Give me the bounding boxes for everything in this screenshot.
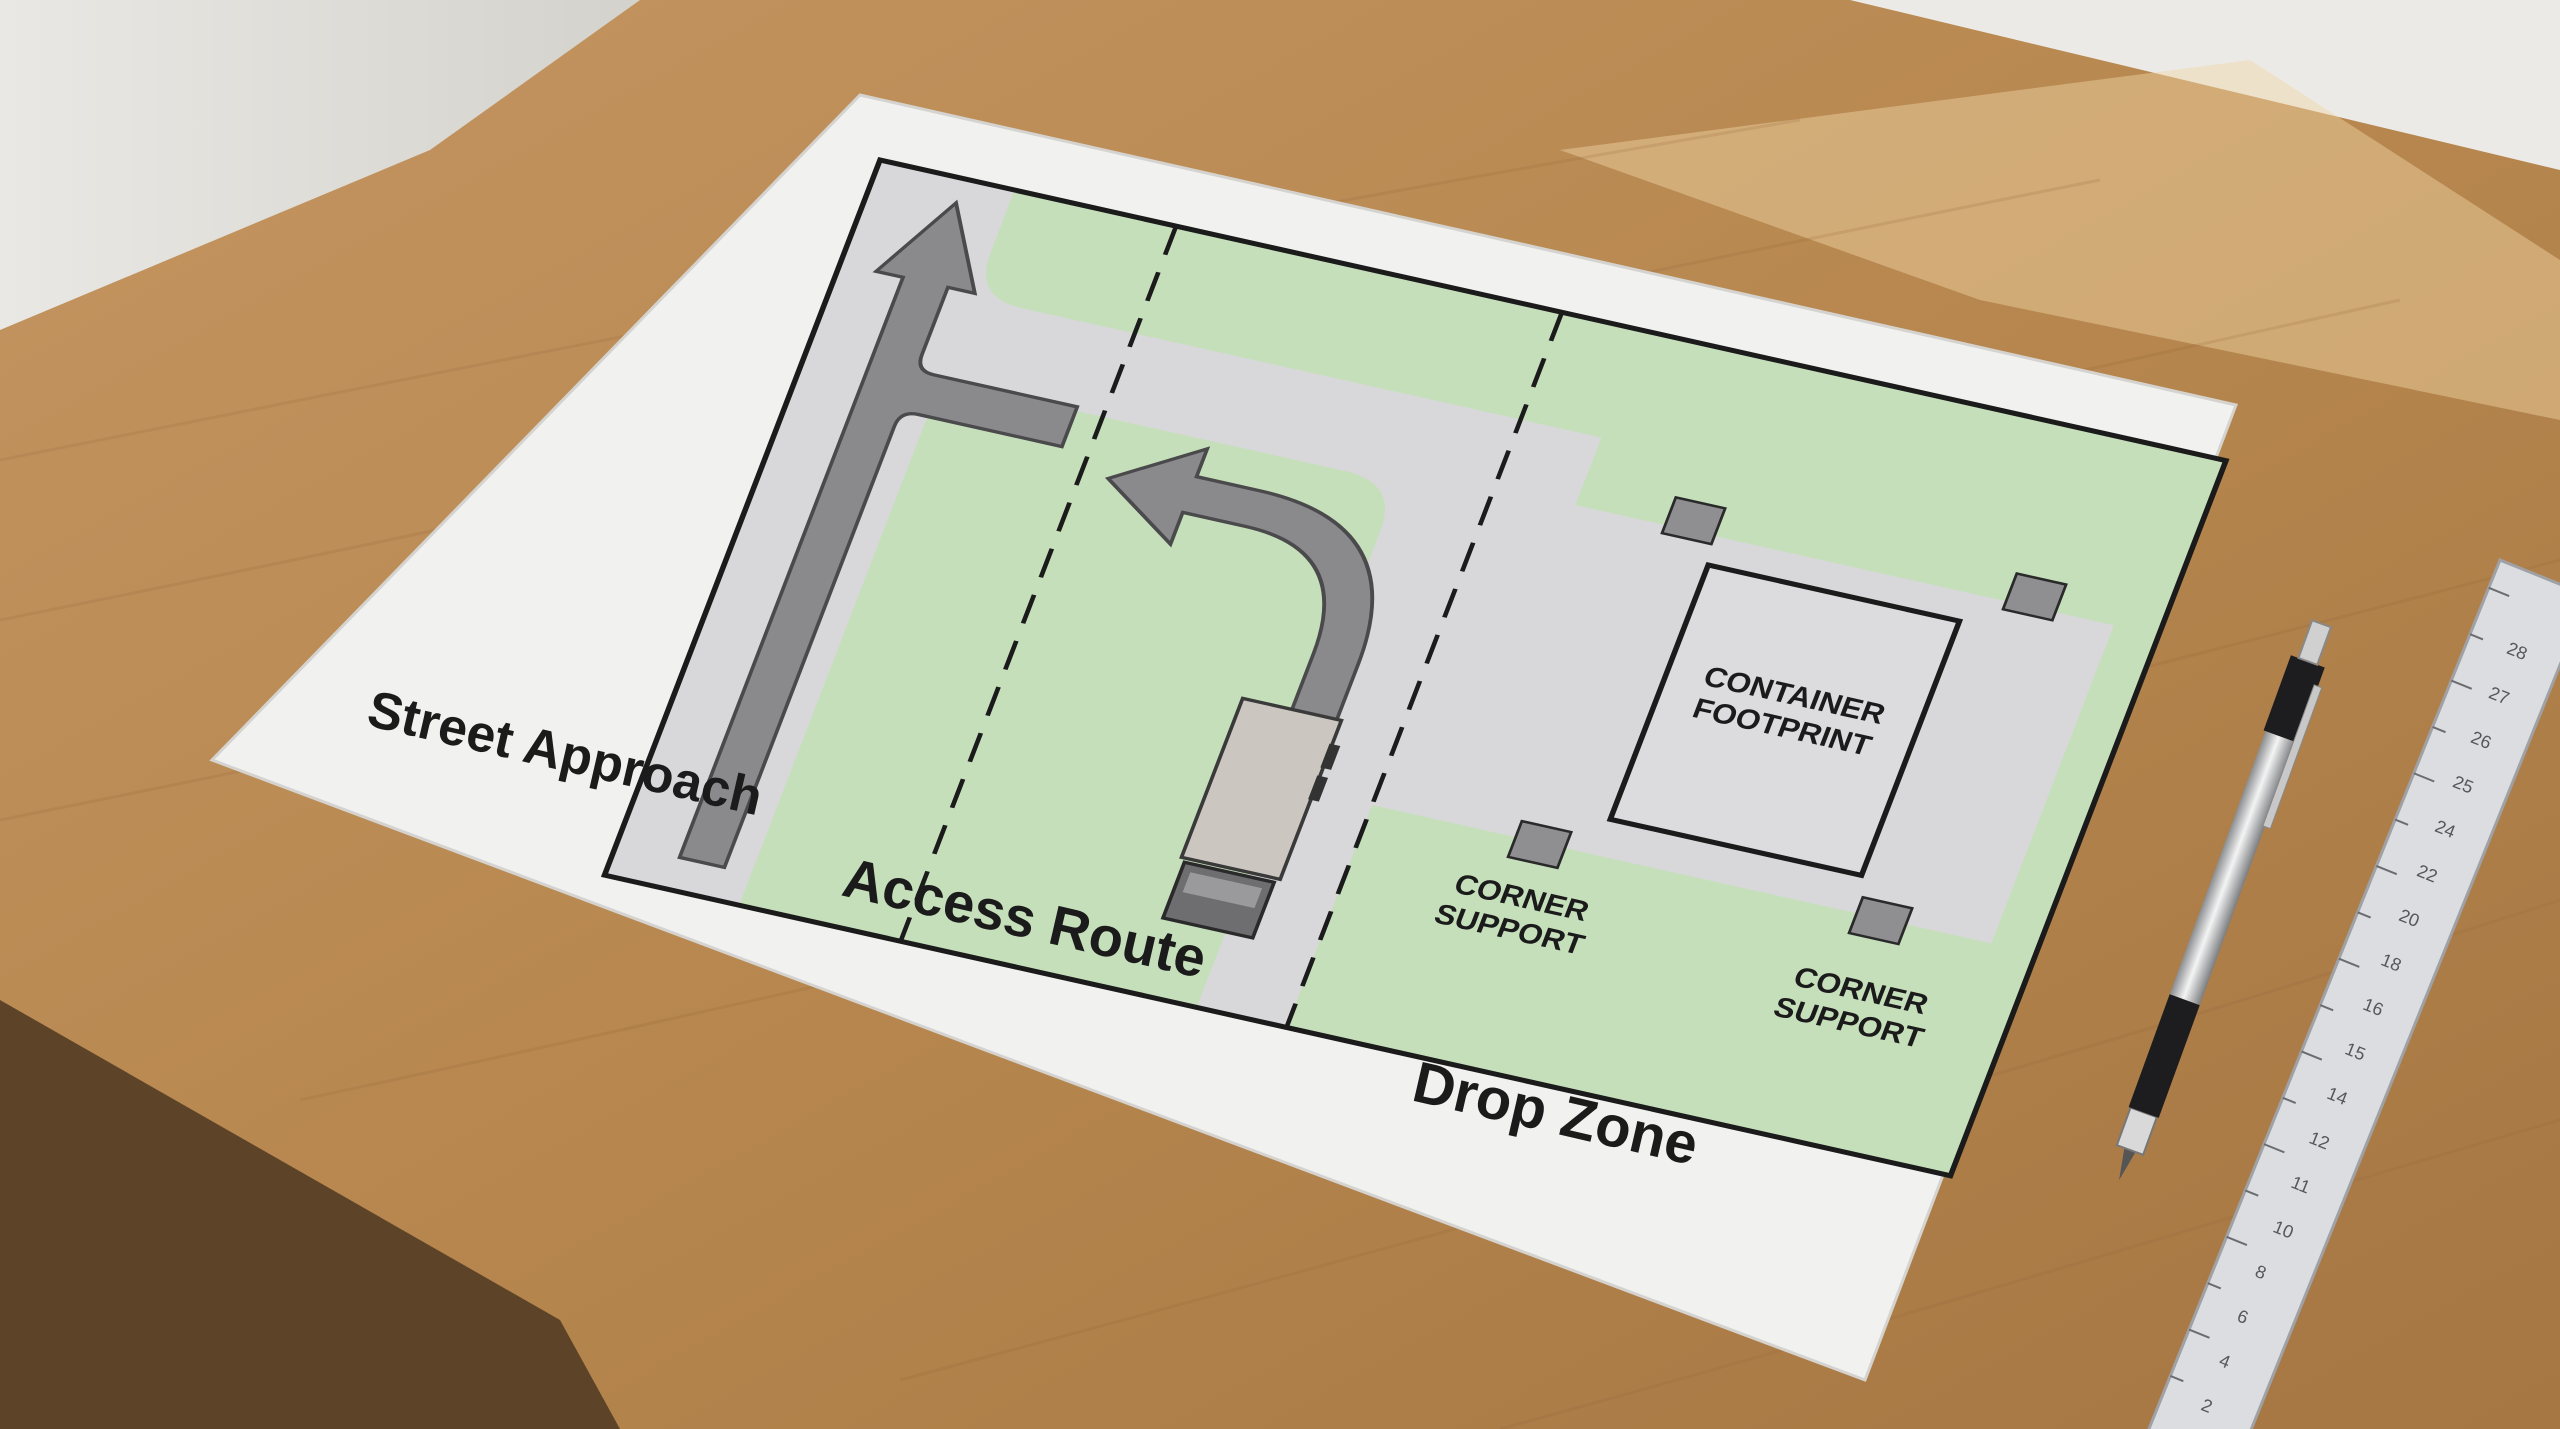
site-plan: CONTAINER FOOTPRINT CORNER SUPPORT CORNE… (600, 157, 2230, 1179)
desk-front-edge (0, 1000, 620, 1429)
corner-support-bottom-right (1847, 895, 1914, 946)
background-wall (0, 0, 640, 330)
truck-icon (1160, 696, 1344, 940)
corner-support-bottom-left (1506, 819, 1574, 870)
plan-border (600, 157, 2230, 1179)
corner-support-top-left (1660, 495, 1727, 546)
lane-dividers (898, 225, 1565, 1028)
corner-supports (1506, 495, 2068, 946)
corner-support-top-right (2001, 572, 2068, 622)
background-shelf (1850, 0, 2560, 170)
street-approach-arrow (677, 199, 1080, 870)
container-footprint (1606, 562, 1964, 879)
pen (2115, 619, 2333, 1181)
sunlight-patch (1560, 60, 2560, 420)
grass-top-strip (985, 190, 2226, 1176)
ruler-ticks (2169, 586, 2510, 1383)
